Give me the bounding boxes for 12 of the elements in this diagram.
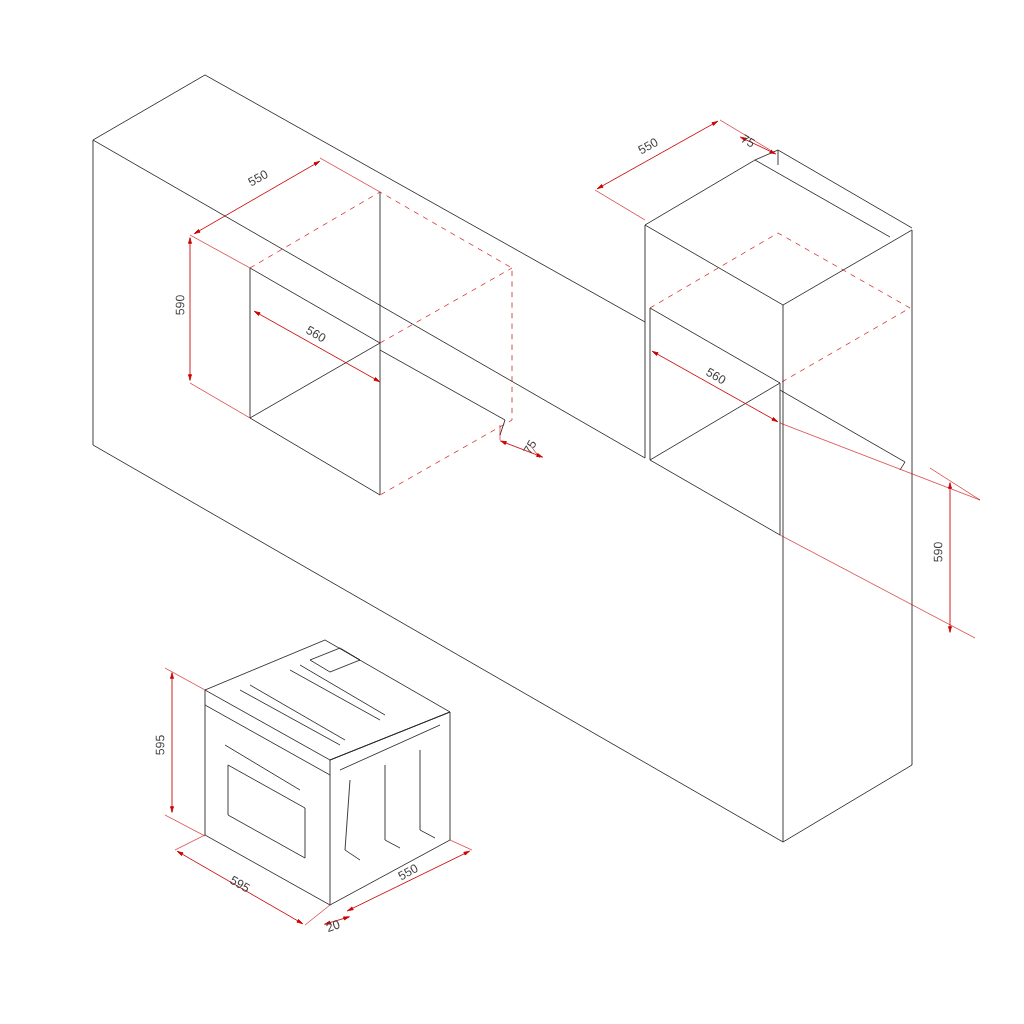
dimension-label: 560 (706, 367, 726, 384)
dimension-label: 595 (155, 735, 165, 755)
dimension-label: 75 (523, 439, 536, 454)
dimension-label: 590 (175, 295, 185, 315)
dimension-label: 590 (933, 542, 943, 562)
dimension-label: 550 (637, 138, 658, 154)
dimension-label: 20 (326, 920, 340, 933)
dimension-label: 595 (230, 875, 251, 892)
dimension-label: 560 (306, 325, 326, 342)
dimension-label: 550 (247, 170, 268, 186)
dimension-label: 550 (397, 864, 418, 880)
dimension-label: 75 (741, 134, 756, 147)
